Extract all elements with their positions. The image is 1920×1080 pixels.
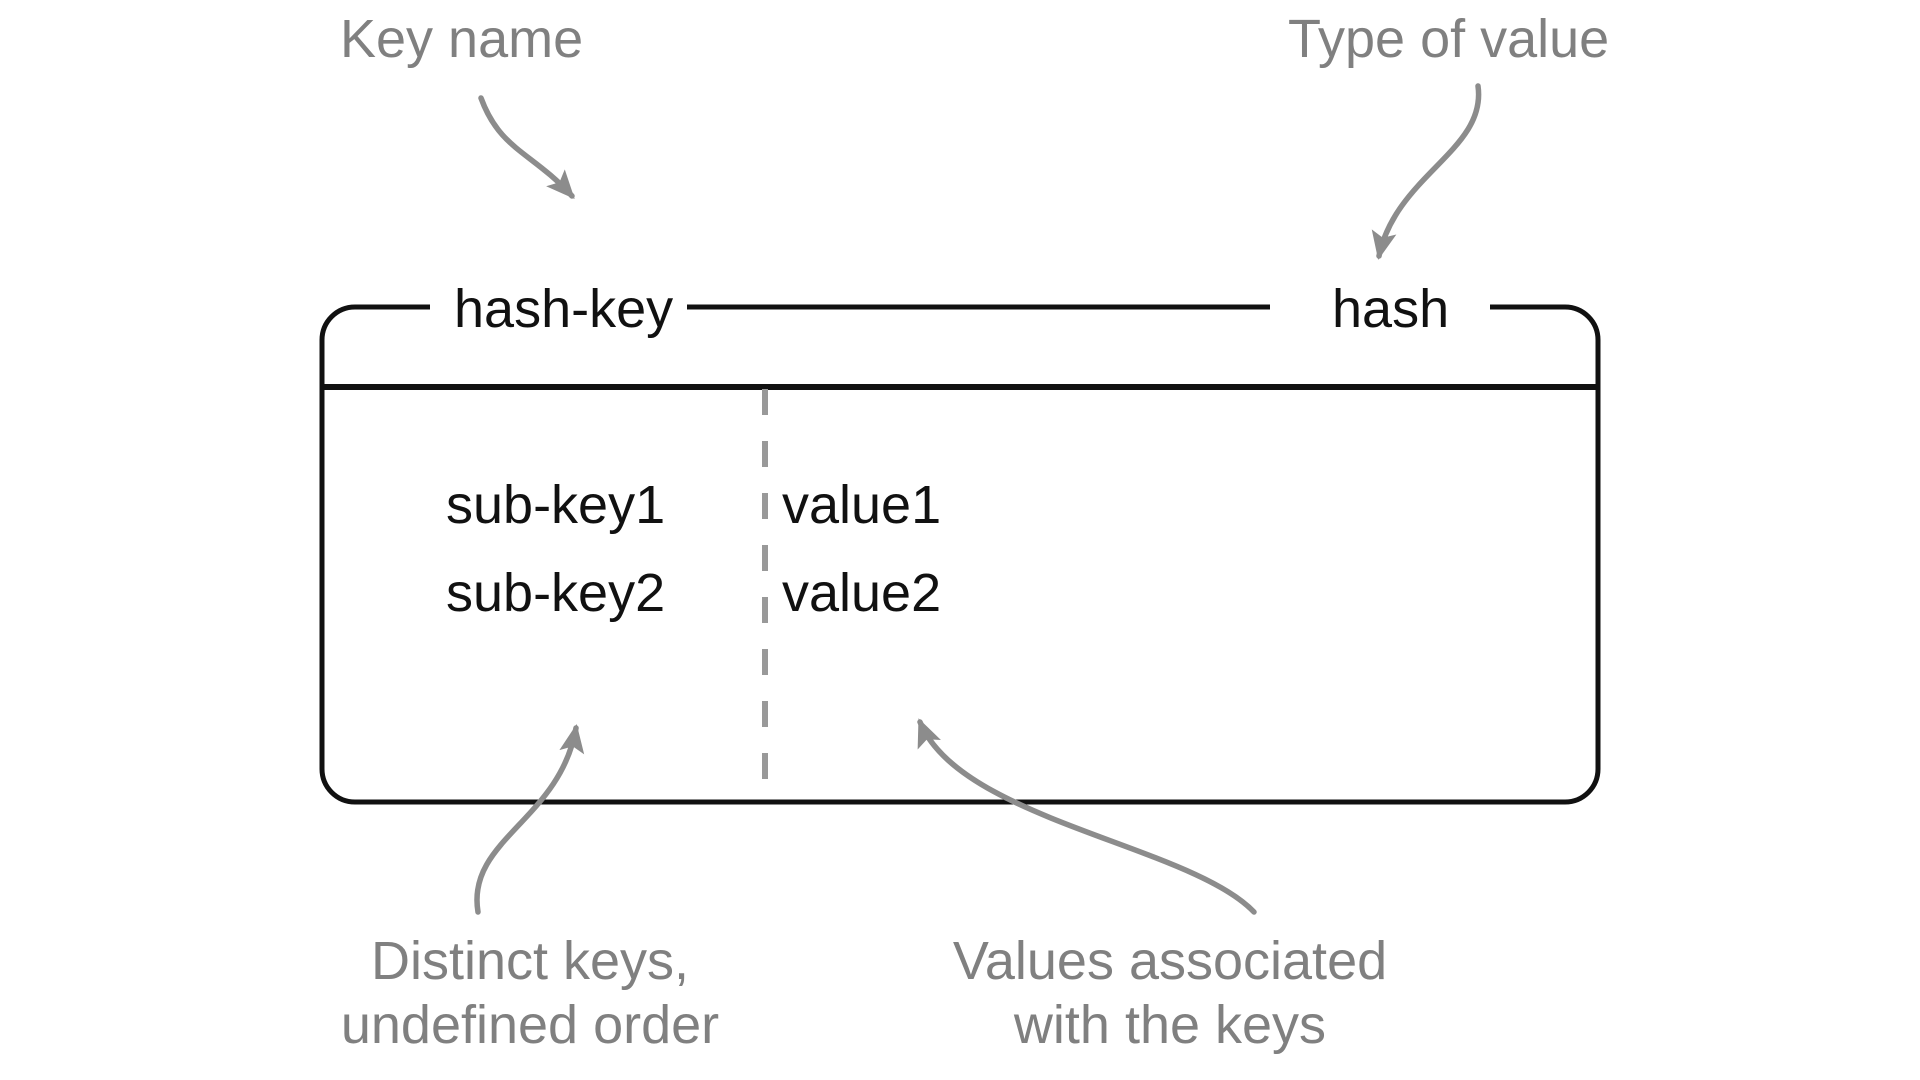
box-outline bbox=[319, 304, 1601, 805]
annotation-values-associated: Values associated with the keys bbox=[952, 931, 1388, 1055]
arrow-distinct-keys bbox=[474, 724, 585, 915]
hash-entry-key: sub-key1 bbox=[446, 475, 666, 535]
hash-entry-value: value1 bbox=[782, 475, 942, 535]
hash-entry-key: sub-key2 bbox=[446, 563, 666, 623]
hash-type-label: hash bbox=[1318, 282, 1464, 336]
arrow-key-name bbox=[478, 95, 575, 199]
annotation-key-name: Key name bbox=[340, 9, 584, 69]
arrow-values-associated bbox=[917, 718, 1257, 915]
annotation-type-of-value: Type of value bbox=[1288, 9, 1610, 69]
hash-entry-value: value2 bbox=[782, 563, 942, 623]
hash-key-name-label: hash-key bbox=[440, 282, 688, 336]
annotation-distinct-keys: Distinct keys, undefined order bbox=[340, 931, 720, 1055]
arrow-type-of-value bbox=[1371, 83, 1482, 260]
